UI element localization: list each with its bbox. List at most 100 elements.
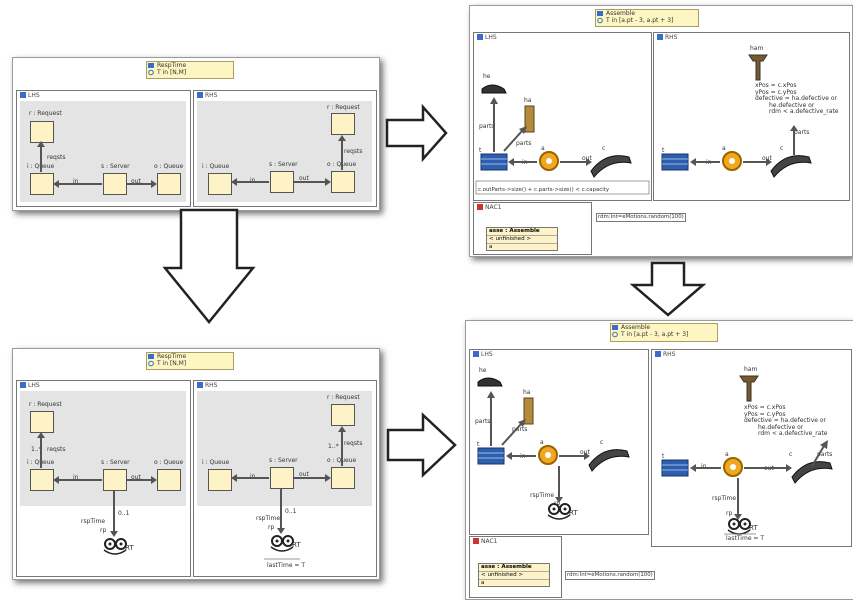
mult-label: 1..* [328, 443, 339, 450]
rt-label: RT [125, 544, 134, 552]
server-label: s : Server [269, 161, 298, 168]
rule-title: RespTime [157, 353, 187, 360]
rhs-pane: RHS r : Request i : Queue s : Server o :… [193, 90, 377, 207]
rhs-tab: RHS [657, 34, 678, 41]
tray-icon [477, 447, 505, 465]
request-label: r : Request [29, 401, 62, 408]
out-label: out [580, 449, 590, 456]
lhs-diagram [477, 377, 630, 520]
rhs-edges [231, 426, 346, 560]
reqsts-label: reqsts [344, 440, 363, 447]
conveyor-icon [588, 449, 630, 472]
parts-label: parts [512, 426, 528, 433]
arrow-right-bottom [386, 412, 457, 478]
lhs-edges [37, 141, 157, 188]
he-label: he [483, 73, 491, 80]
rule-condition: T in [N,M] [157, 360, 187, 367]
rule-condition: T in [N,M] [157, 69, 187, 76]
queue-o-node [331, 467, 355, 489]
rt-label: RT [569, 509, 578, 517]
in-label: in [73, 178, 79, 185]
ha-label: ha [524, 97, 532, 104]
rp-label: rp [726, 510, 733, 517]
arrow-down-right [629, 261, 707, 317]
reqsts-label: reqsts [344, 148, 363, 155]
rsptime-label: rspTime [530, 492, 555, 499]
server-label: s : Server [101, 163, 130, 170]
rp-label: rp [554, 500, 561, 507]
rule-title: RespTime [157, 62, 187, 69]
lhs-pane: LHS he ha t a c parts parts in out rspTi… [469, 349, 649, 535]
c-label: c [602, 145, 606, 152]
nac-pane: NAC1 asse : Assemble < unfinished > a [473, 202, 592, 255]
ham-label: ham [744, 366, 758, 373]
parts-label: parts [475, 418, 491, 425]
assemble-rule-panel: Assemble T in [a.pt - 3, a.pt + 3] LHS h… [469, 5, 853, 257]
lhs-diagram [475, 84, 650, 195]
rhs-tab: RHS [655, 351, 676, 358]
rule-title: Assemble [621, 324, 651, 331]
a-label: a [722, 145, 726, 152]
head-icon [481, 84, 507, 94]
queue-i-label: i : Queue [202, 163, 230, 170]
queue-i-node [208, 173, 232, 195]
rhs-edges [231, 135, 346, 186]
out-label: out [299, 175, 309, 182]
rhs-diagram [661, 375, 833, 535]
resptime-header: RespTime T in [N,M] [146, 61, 234, 79]
lhs-constraint: c.outParts->size() + c.parts->size() < c… [478, 187, 610, 193]
rhs-diagram [661, 54, 812, 178]
nac-tab: NAC1 [473, 538, 498, 545]
c-label: c [789, 451, 793, 458]
in-label: in [701, 463, 707, 470]
conveyor-icon [590, 155, 632, 178]
rsp-mult-label: 0..1 [118, 510, 130, 517]
parts-label: parts [817, 451, 833, 458]
queue-o-label: o : Queue [154, 459, 184, 466]
a-label: a [725, 451, 729, 458]
tray-icon [480, 153, 508, 171]
queue-o-node [157, 469, 181, 491]
rhs-pane: RHS r : Request i : Queue s : Server o :… [193, 380, 377, 577]
assemble-header: Assemble T in [a.pt - 3, a.pt + 3] [595, 9, 699, 27]
rp-label: rp [100, 527, 107, 534]
a-label: a [541, 145, 545, 152]
server-label: s : Server [269, 457, 298, 464]
rule-condition: T in [a.pt - 3, a.pt + 3] [621, 331, 689, 338]
lhs-tab: LHS [477, 34, 497, 41]
request-node [331, 404, 355, 426]
assemble-header: Assemble T in [a.pt - 3, a.pt + 3] [610, 323, 718, 342]
rt-icon [270, 535, 294, 552]
parts-label: parts [479, 123, 495, 130]
rsptime-label: rspTime [256, 515, 281, 522]
mult-label: 1..* [31, 446, 42, 453]
handle-icon [524, 105, 535, 133]
queue-i-label: i : Queue [202, 459, 230, 466]
lhs-tab: LHS [20, 92, 40, 99]
t-label: t [662, 147, 665, 154]
a-label: a [540, 439, 544, 446]
lhs-tab: LHS [473, 351, 493, 358]
out-label: out [762, 155, 772, 162]
rsptime-label: rspTime [81, 518, 106, 525]
conveyor-icon [770, 155, 812, 178]
ha-label: ha [523, 389, 531, 396]
t-label: t [662, 453, 665, 460]
rt-label: RT [749, 524, 758, 532]
c-label: c [780, 145, 784, 152]
t-label: t [479, 147, 482, 154]
out-label: out [582, 155, 592, 162]
tray-icon [661, 459, 689, 477]
he-label: he [479, 367, 487, 374]
resptime-rule-panel: RespTime T in [N,M] LHS r : Request i : … [12, 57, 380, 211]
arrow-down-left [162, 208, 256, 324]
nac-pane: NAC1 asse : Assemble < unfinished > a [469, 536, 562, 598]
lhs-tab: LHS [20, 382, 40, 389]
out-label: out [131, 178, 141, 185]
rule-title: Assemble [606, 10, 636, 17]
handle-icon [523, 397, 534, 425]
request-label: r : Request [327, 104, 360, 111]
in-label: in [250, 473, 256, 480]
